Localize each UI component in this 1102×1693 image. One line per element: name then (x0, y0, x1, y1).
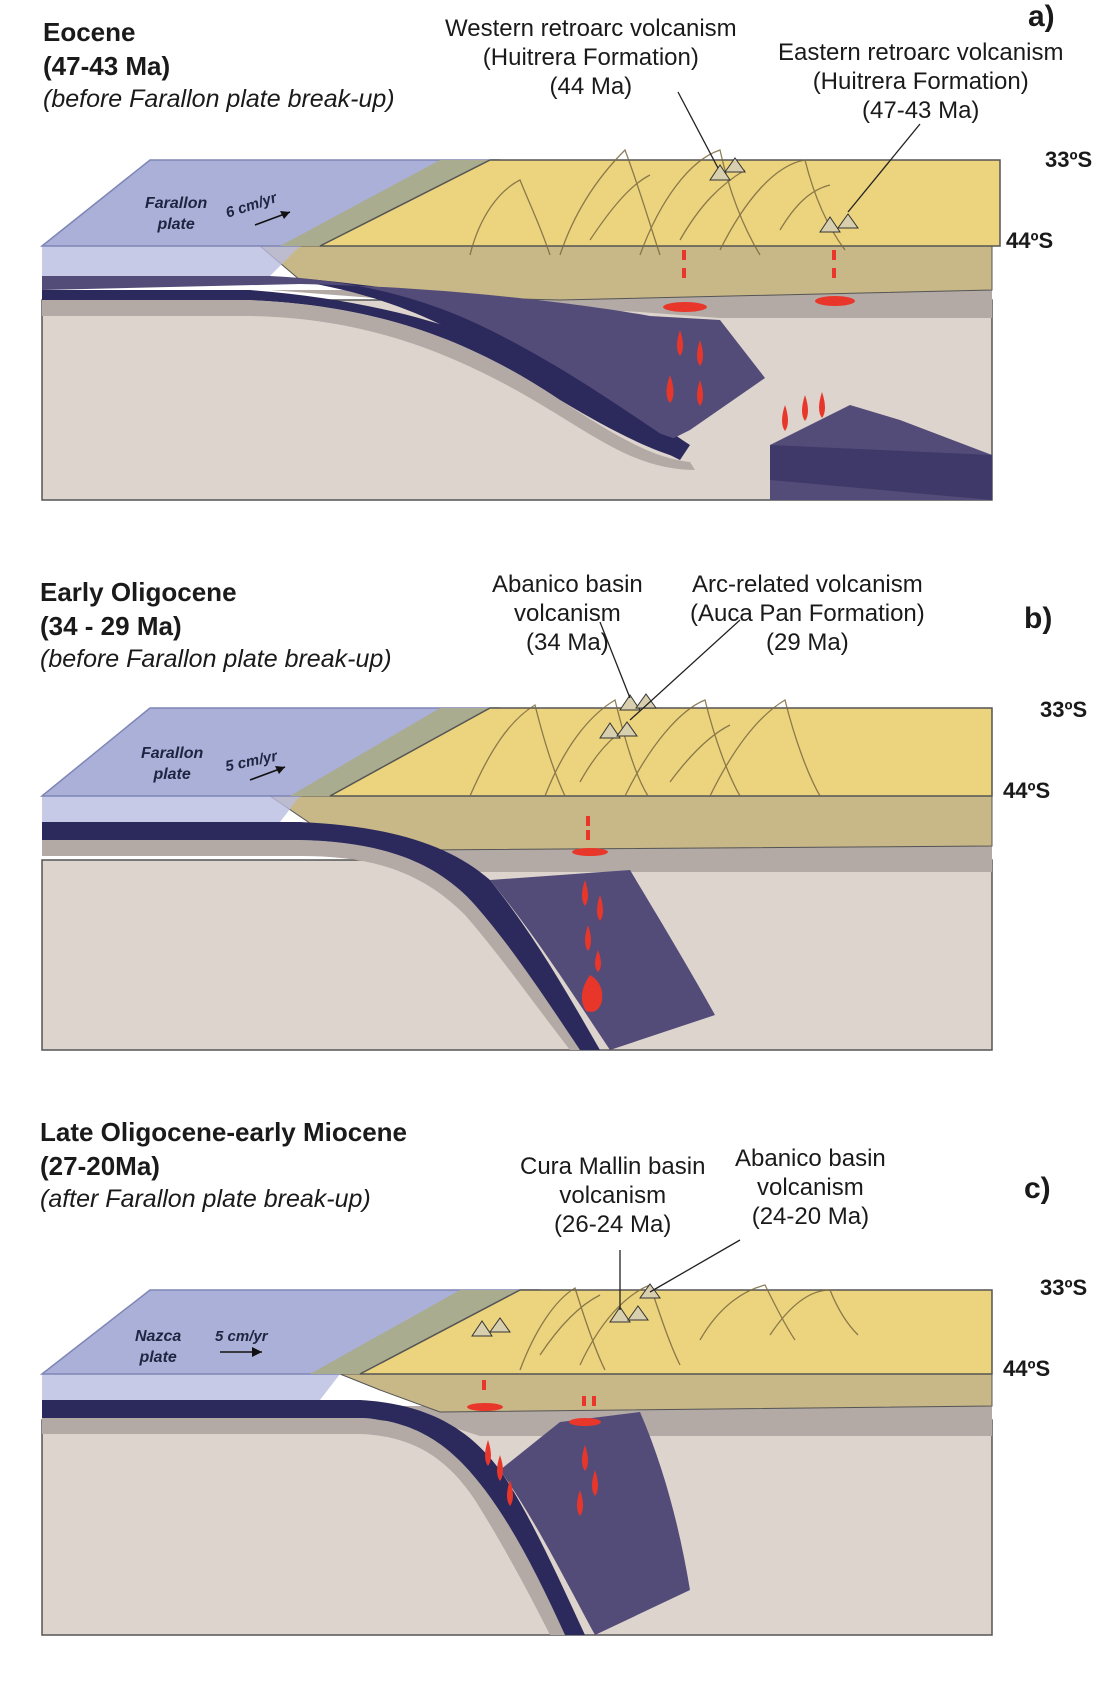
motion-arrowhead (275, 766, 285, 774)
leader-abanico (649, 1239, 741, 1293)
motion-arrowhead (252, 1347, 262, 1357)
annotation-abanico: Abanico basin volcanism (34 Ma) (492, 571, 643, 656)
panel-b-block-diagram (39, 619, 993, 1051)
slab-main (42, 822, 600, 1050)
plate-label: Farallon plate (145, 195, 208, 233)
slab-lower-edge (42, 290, 680, 458)
ocean-front (42, 1374, 340, 1400)
volcano-cura-mallin (471, 1317, 511, 1337)
annotation-arc: Arc-related volcanism (Auca Pan Formatio… (690, 571, 925, 656)
era-title: Early Oligocene (40, 577, 237, 607)
lat-north: 33ºS (1045, 147, 1093, 172)
slab-gray-bottom (42, 300, 695, 470)
annotation-western: Western retroarc volcanism (Huitrera For… (445, 15, 737, 100)
volcano-western (709, 157, 746, 181)
volcano-arc (599, 721, 638, 739)
era-age: (47-43 Ma) (43, 51, 171, 81)
leader-eastern (847, 123, 921, 213)
plate-label: Nazca plate (135, 1328, 182, 1366)
leader-western (677, 91, 719, 169)
panel-c-block-diagram (39, 1239, 993, 1636)
plate-label: Farallon plate (141, 745, 204, 783)
detached-slab-edge (770, 445, 992, 500)
era-age: (34 - 29 Ma) (40, 611, 182, 641)
era-context: (before Farallon plate break-up) (43, 85, 395, 113)
lat-south: 44ºS (1003, 1356, 1051, 1381)
crust-band (400, 1406, 992, 1436)
magma (467, 1380, 601, 1516)
annotation-cura-mallin: Cura Mallin basin volcanism (26-24 Ma) (520, 1153, 706, 1238)
annotation-eastern: Eastern retroarc volcanism (Huitrera For… (778, 39, 1064, 124)
panel-letter: c) (1024, 1172, 1051, 1205)
era-context: (before Farallon plate break-up) (40, 645, 392, 673)
slab-face (500, 1412, 690, 1635)
panel-b: Early Oligocene (34 - 29 Ma) (before Far… (0, 560, 1102, 1080)
continent-top (329, 707, 993, 797)
slab-face (490, 870, 715, 1050)
motion-arrowhead (280, 211, 290, 219)
annotation-abanico: Abanico basin volcanism (24-20 Ma) (735, 1145, 886, 1230)
panel-letter: b) (1024, 602, 1053, 635)
coastal-strip (290, 708, 500, 796)
lat-south: 44ºS (1006, 228, 1054, 253)
volcano-eastern (819, 213, 859, 233)
continent-top (359, 1289, 993, 1375)
leader-abanico (599, 621, 631, 699)
lat-north: 33ºS (1040, 1275, 1088, 1300)
era-title: Eocene (43, 17, 136, 47)
slab-upper (42, 276, 765, 440)
magma (572, 816, 608, 1012)
coastal-strip (310, 1290, 530, 1374)
coastal-strip (280, 160, 500, 246)
ocean-front (42, 246, 300, 276)
panel-letter: a) (1028, 0, 1055, 33)
slab-gray-bottom (42, 840, 590, 1050)
leader-arc (629, 619, 741, 721)
continent-front (339, 1373, 993, 1413)
lat-south: 44ºS (1003, 778, 1051, 803)
lat-north: 33ºS (1040, 697, 1088, 722)
mountain-range (469, 148, 846, 256)
panel-a: Eocene (47-43 Ma) (before Farallon plate… (0, 0, 1102, 520)
magma (663, 250, 855, 431)
ocean-front (42, 796, 300, 822)
panel-a-block-diagram (39, 91, 1001, 501)
volcano-abanico (609, 1283, 661, 1323)
era-age: (27-20Ma) (40, 1151, 160, 1181)
panel-c: Late Oligocene-early Miocene (27-20Ma) (… (0, 1100, 1102, 1660)
plate-speed: 5 cm/yr (215, 1328, 268, 1345)
era-context: (after Farallon plate break-up) (40, 1185, 371, 1213)
era-title: Late Oligocene-early Miocene (40, 1117, 408, 1147)
